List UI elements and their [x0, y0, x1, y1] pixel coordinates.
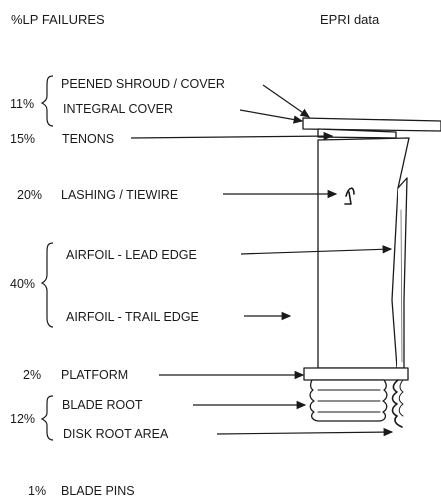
bracket-cover	[40, 75, 54, 127]
header-title: %LP FAILURES	[11, 12, 105, 27]
pct-airfoil: 40%	[10, 277, 36, 291]
pct-root: 12%	[10, 412, 36, 426]
pct-lashing: 20%	[17, 188, 43, 202]
pct-pins: 1%	[28, 484, 47, 498]
arrow-lead-edge	[240, 245, 393, 255]
label-lashing: LASHING / TIEWIRE	[61, 188, 179, 202]
label-airfoil-lead: AIRFOIL - LEAD EDGE	[66, 248, 197, 262]
platform	[303, 367, 409, 381]
bracket-root	[40, 395, 54, 441]
bracket-airfoil	[40, 242, 54, 328]
label-platform: PLATFORM	[61, 368, 129, 382]
label-integral-cover: INTEGRAL COVER	[63, 102, 173, 116]
arrow-disk-root	[216, 427, 394, 437]
label-tenons: TENONS	[62, 132, 115, 146]
tiewire-mark	[344, 187, 355, 205]
header-source: EPRI data	[320, 12, 380, 27]
airfoil	[317, 137, 410, 369]
label-peened-shroud: PEENED SHROUD / COVER	[61, 77, 225, 91]
pct-cover: 11%	[10, 97, 35, 111]
arrow-shroud	[262, 84, 310, 118]
pct-tenons: 15%	[10, 132, 36, 146]
label-disk-root: DISK ROOT AREA	[63, 427, 169, 441]
disk-root	[391, 379, 403, 428]
label-blade-pins: BLADE PINS	[61, 484, 135, 498]
arrow-integral	[239, 109, 304, 124]
label-airfoil-trail: AIRFOIL - TRAIL EDGE	[66, 310, 199, 324]
pct-platform: 2%	[23, 368, 42, 382]
arrow-tenon	[130, 131, 334, 141]
shroud-cover	[302, 117, 441, 132]
label-blade-root: BLADE ROOT	[62, 398, 143, 412]
